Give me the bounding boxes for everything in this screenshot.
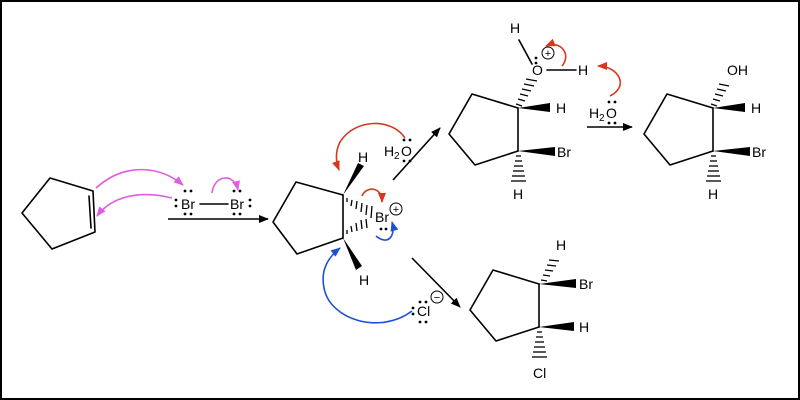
- oxonium-br: Br: [557, 144, 571, 160]
- bromohydrin-h-bottom: H: [708, 186, 718, 202]
- chloride-cl: Cl: [417, 303, 430, 319]
- bromonium-br: Br: [375, 209, 389, 225]
- chloro-product: H Br H Cl: [469, 237, 593, 381]
- water-top-h: H: [384, 143, 394, 159]
- water-nucleophile: H 2 O: [384, 138, 412, 163]
- arrow-pink-br-to-alkene: [96, 193, 173, 217]
- bromohydrin-ring-h: H: [751, 100, 761, 116]
- arrow-pink-bond-to-br: [211, 177, 240, 194]
- oxonium-ring-h: H: [556, 100, 566, 116]
- arrow-blue-bond-to-br: [375, 221, 399, 241]
- oxonium-h-bottom: H: [513, 186, 523, 202]
- bromine-right-atom: Br: [230, 196, 244, 212]
- bromohydrin-product: OH H Br H: [643, 62, 766, 202]
- arrow-red-water-attack: [332, 122, 406, 171]
- arrow-pink-alkene-to-br: [95, 168, 184, 189]
- chloro-product-h-top: H: [556, 237, 566, 253]
- bromine-molecule: Br Br: [174, 189, 252, 216]
- oxonium-oxygen: O: [532, 62, 543, 78]
- chloride-charge: −: [434, 292, 440, 304]
- bromonium-h-bottom: H: [359, 272, 369, 288]
- reaction-arrow-to-chloride-product: [411, 257, 461, 308]
- bromonium-h-top: H: [358, 149, 368, 165]
- arrow-blue-chloride-attack: [322, 247, 413, 324]
- reaction-arrow-to-oxonium: [392, 127, 441, 181]
- water-deprot-subscript: 2: [599, 113, 605, 124]
- water-top-oxygen: O: [401, 143, 412, 159]
- arrow-red-bond-to-br: [361, 188, 386, 203]
- water-top-subscript: 2: [394, 151, 400, 162]
- arrow-red-water-to-h: [597, 62, 622, 97]
- chloride-nucleophile: Cl −: [411, 290, 444, 324]
- chloro-product-br: Br: [579, 276, 593, 292]
- arrow-red-o-h-bond: [545, 38, 567, 67]
- hash-bond-upper: [346, 198, 373, 219]
- cyclopentene: [21, 177, 96, 250]
- bromonium-charge: +: [393, 204, 399, 216]
- water-base: H 2 O: [589, 100, 617, 125]
- chloro-product-ring-h: H: [579, 319, 589, 335]
- water-deprot-h: H: [589, 105, 599, 121]
- oxonium-h-left: H: [510, 20, 520, 36]
- hash-bond-lower: [346, 218, 368, 234]
- water-deprot-oxygen: O: [606, 105, 617, 121]
- oxonium-h-right: H: [578, 62, 588, 78]
- chloro-product-cl: Cl: [533, 365, 546, 381]
- bromonium-ion: H H Br +: [272, 149, 403, 288]
- oxonium-intermediate: O + H H H Br H: [448, 20, 588, 202]
- bromine-left-atom: Br: [181, 196, 195, 212]
- bromohydrin-oh: OH: [727, 62, 748, 78]
- oxonium-charge: +: [545, 48, 551, 60]
- bromohydrin-br: Br: [752, 144, 766, 160]
